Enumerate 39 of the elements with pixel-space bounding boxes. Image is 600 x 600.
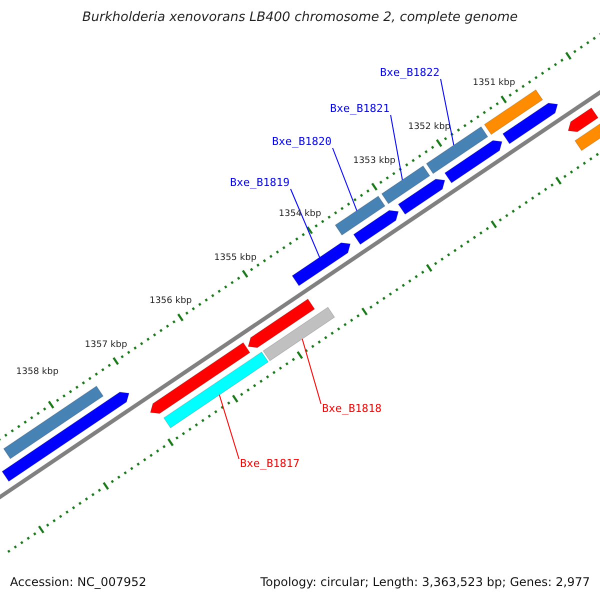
scale-label: 1355 kbp [214,252,257,263]
gene-feature [398,178,446,215]
gene-feature [353,210,399,245]
gene-feature [334,196,386,236]
leader-line [440,78,454,146]
gene-feature [502,102,558,144]
gene-feature [150,342,250,414]
leader-line [390,114,403,180]
gene-label: Bxe_B1820 [272,135,332,148]
gene-label: Bxe_B1821 [330,102,390,115]
gene-feature [248,298,316,348]
gene-feature [3,386,104,460]
gene-feature [381,165,430,204]
scale-label: 1353 kbp [353,156,396,166]
scale-label: 1358 kbp [16,366,59,377]
scale-label: 1357 kbp [84,340,128,350]
leader-line [332,148,358,212]
gene-feature [444,140,502,184]
gene-feature [292,242,351,286]
title: Burkholderia xenovorans LB400 chromosome 2, complete genome [81,10,519,25]
gene-label: Bxe_B1822 [380,66,440,79]
gene-label: Bxe_B1817 [240,457,300,470]
scale-label: 1351 kbp [472,78,516,88]
gene-label: Bxe_B1818 [322,402,382,415]
gene-feature [484,89,544,135]
gene-feature [568,107,599,132]
gene-feature [262,306,336,362]
leader-line [290,188,320,258]
scale-label: 1356 kbp [149,296,192,306]
leader-line [302,338,322,404]
gene-feature [163,352,269,428]
leader-line [218,394,240,460]
accession-text: Accession: NC_007952 [10,575,146,589]
scale-label: 1354 kbp [278,208,322,219]
genome-info-text: Topology: circular; Length: 3,363,523 bp; Genes: 2,977 [260,575,590,589]
scale-label: 1352 kbp [408,122,451,132]
gene-feature [2,392,130,482]
gene-label: Bxe_B1819 [230,176,290,189]
gene-feature [574,122,600,152]
